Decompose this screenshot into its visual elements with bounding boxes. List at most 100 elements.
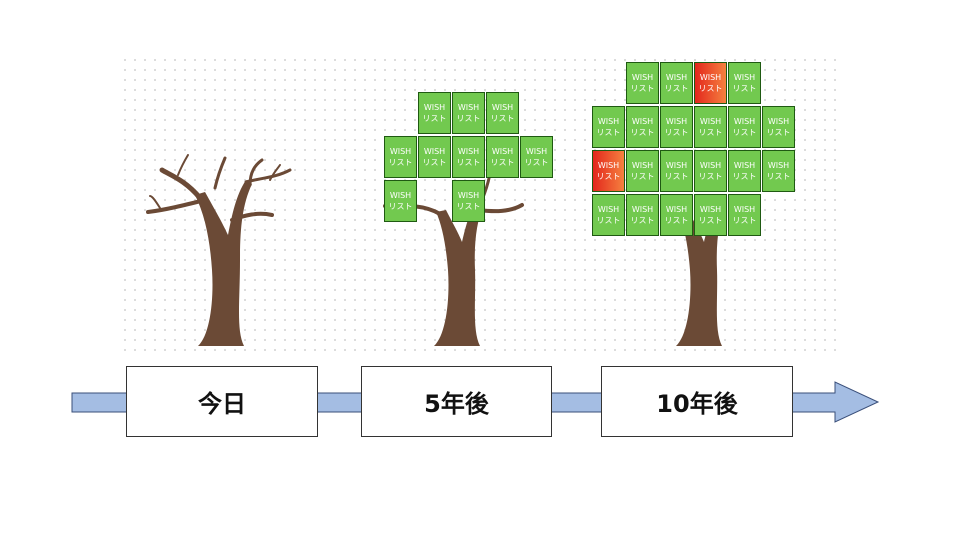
wish-list-card: WISH リスト (728, 150, 761, 192)
wish-list-card: WISH リスト (626, 62, 659, 104)
timeline-box-10-years: 10年後 (601, 366, 793, 437)
card-text: リスト (664, 216, 689, 225)
card-text: リスト (596, 216, 621, 225)
card-text: WISH (733, 161, 756, 170)
wish-list-card: WISH リスト (486, 92, 519, 134)
card-text: リスト (732, 84, 757, 93)
card-text: リスト (630, 84, 655, 93)
card-text: リスト (664, 84, 689, 93)
card-text: リスト (698, 172, 723, 181)
card-text: リスト (596, 172, 621, 181)
card-text: WISH (767, 117, 790, 126)
wish-list-card: WISH リスト (660, 62, 693, 104)
card-text: WISH (665, 205, 688, 214)
card-text: WISH (457, 147, 480, 156)
card-text: WISH (423, 147, 446, 156)
card-text: リスト (524, 158, 549, 167)
card-text: リスト (732, 216, 757, 225)
card-text: リスト (766, 172, 791, 181)
wish-list-card: WISH リスト (694, 150, 727, 192)
wish-list-card: WISH リスト (626, 150, 659, 192)
card-text: WISH (389, 191, 412, 200)
card-text: WISH (699, 73, 722, 82)
card-text: WISH (665, 117, 688, 126)
card-text: WISH (423, 103, 446, 112)
wish-list-card-red: WISH リスト (694, 62, 727, 104)
wish-list-card: WISH リスト (452, 136, 485, 178)
card-text: WISH (699, 161, 722, 170)
card-text: リスト (456, 202, 481, 211)
card-text: WISH (631, 161, 654, 170)
card-text: WISH (457, 191, 480, 200)
card-text: リスト (630, 172, 655, 181)
card-text: リスト (664, 172, 689, 181)
wish-list-card: WISH リスト (592, 106, 625, 148)
wish-list-card: WISH リスト (486, 136, 519, 178)
card-text: リスト (596, 128, 621, 137)
card-text: WISH (525, 147, 548, 156)
wish-list-card: WISH リスト (418, 136, 451, 178)
wish-list-card: WISH リスト (452, 180, 485, 222)
card-text: リスト (732, 172, 757, 181)
card-text: リスト (766, 128, 791, 137)
card-text: リスト (490, 158, 515, 167)
wish-list-card: WISH リスト (762, 106, 795, 148)
wish-list-card: WISH リスト (452, 92, 485, 134)
card-text: WISH (491, 103, 514, 112)
wish-list-card: WISH リスト (728, 194, 761, 236)
wish-list-card: WISH リスト (384, 180, 417, 222)
card-text: WISH (597, 205, 620, 214)
card-text: リスト (698, 84, 723, 93)
card-text: WISH (389, 147, 412, 156)
card-text: リスト (732, 128, 757, 137)
card-text: リスト (456, 158, 481, 167)
card-text: WISH (699, 205, 722, 214)
card-text: リスト (456, 114, 481, 123)
card-text: リスト (630, 128, 655, 137)
wish-list-card: WISH リスト (520, 136, 553, 178)
card-text: WISH (699, 117, 722, 126)
card-text: リスト (490, 114, 515, 123)
card-text: リスト (388, 158, 413, 167)
card-text: WISH (733, 117, 756, 126)
card-text: WISH (457, 103, 480, 112)
wish-list-card: WISH リスト (660, 106, 693, 148)
card-text: WISH (665, 73, 688, 82)
card-text: WISH (767, 161, 790, 170)
card-text: WISH (665, 161, 688, 170)
card-text: WISH (631, 117, 654, 126)
wish-list-card: WISH リスト (762, 150, 795, 192)
timeline-box-5-years: 5年後 (361, 366, 552, 437)
card-text: WISH (733, 73, 756, 82)
card-text: WISH (631, 73, 654, 82)
bare-tree (146, 154, 292, 346)
tree-10-years (676, 200, 726, 346)
card-text: リスト (698, 128, 723, 137)
wish-list-card: WISH リスト (728, 62, 761, 104)
card-text: リスト (630, 216, 655, 225)
wish-list-card: WISH リスト (626, 106, 659, 148)
card-text: WISH (597, 117, 620, 126)
card-text: リスト (388, 202, 413, 211)
wish-list-card: WISH リスト (592, 194, 625, 236)
card-text: WISH (597, 161, 620, 170)
wish-list-card-red: WISH リスト (592, 150, 625, 192)
card-text: WISH (491, 147, 514, 156)
card-text: リスト (422, 114, 447, 123)
wish-list-card: WISH リスト (694, 106, 727, 148)
wish-list-card: WISH リスト (660, 150, 693, 192)
timeline-box-today: 今日 (126, 366, 318, 437)
card-text: リスト (664, 128, 689, 137)
wish-list-card: WISH リスト (694, 194, 727, 236)
wish-list-card: WISH リスト (384, 136, 417, 178)
wish-list-card: WISH リスト (660, 194, 693, 236)
card-text: WISH (733, 205, 756, 214)
wish-list-card: WISH リスト (418, 92, 451, 134)
wish-list-card: WISH リスト (728, 106, 761, 148)
card-text: リスト (698, 216, 723, 225)
card-text: リスト (422, 158, 447, 167)
